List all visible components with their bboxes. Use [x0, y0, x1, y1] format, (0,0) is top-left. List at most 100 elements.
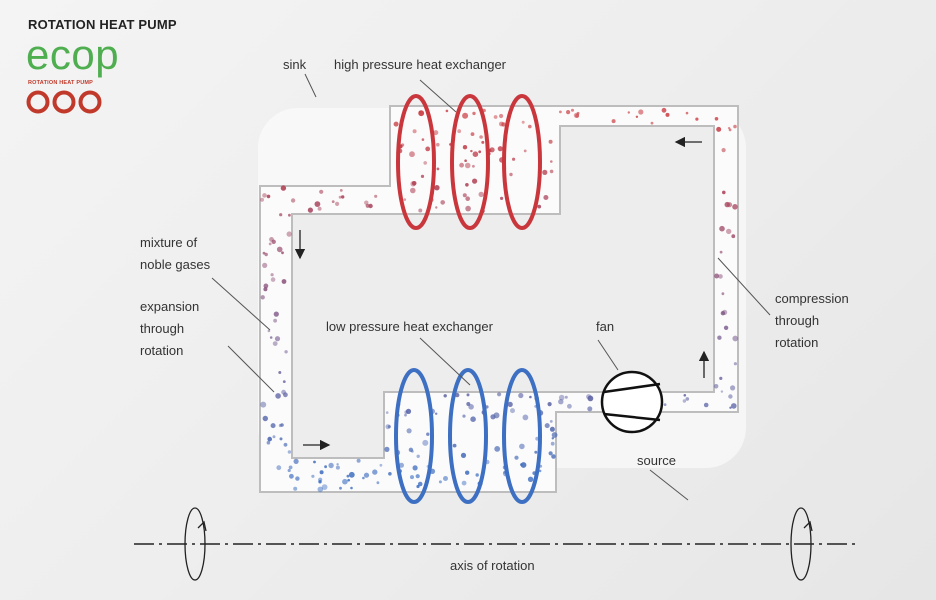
gas-particle: [558, 399, 564, 405]
gas-particle: [731, 234, 736, 239]
gas-particle: [564, 395, 568, 399]
gas-particle: [273, 318, 277, 323]
gas-particle: [549, 169, 554, 174]
gas-particle: [411, 181, 417, 186]
gas-particle: [472, 178, 478, 184]
gas-particle: [313, 460, 316, 464]
rotation-arrow-right-icon: [790, 507, 813, 581]
gas-particle: [566, 110, 571, 115]
gas-particle: [416, 454, 420, 458]
gas-particle: [350, 486, 353, 490]
gas-particle: [611, 119, 616, 124]
gas-particle: [534, 450, 538, 454]
gas-particles: [260, 107, 739, 493]
gas-particle: [324, 465, 327, 469]
gas-particle: [661, 107, 667, 113]
gas-particle: [363, 472, 370, 478]
gas-particle: [406, 428, 412, 434]
gas-particle: [347, 478, 351, 482]
gas-particle: [548, 139, 553, 144]
gas-particle: [364, 200, 369, 205]
pipe-inner: [291, 125, 715, 459]
gas-particle: [269, 336, 273, 339]
gas-particle: [283, 442, 288, 447]
gas-particle: [497, 392, 502, 397]
gas-particle: [464, 159, 467, 162]
gas-particle: [336, 463, 339, 466]
gas-particle: [274, 336, 281, 342]
gas-particle: [489, 147, 495, 153]
gas-particle: [387, 425, 391, 429]
gas-particle: [362, 476, 365, 480]
gas-particle: [317, 206, 322, 211]
gas-particle: [403, 198, 407, 201]
gas-particle: [399, 462, 404, 468]
gas-particle: [731, 403, 737, 409]
label-compression-line3: rotation: [775, 335, 819, 350]
gas-particle: [550, 160, 553, 163]
gas-particle: [339, 189, 343, 192]
gas-particle: [374, 194, 378, 198]
label-mixture-line1: mixture of: [140, 235, 198, 250]
gas-particle: [462, 193, 467, 198]
gas-particle: [732, 204, 738, 210]
gas-particle: [733, 362, 738, 366]
gas-particle: [384, 446, 390, 452]
gas-particle: [695, 117, 699, 121]
gas-particle: [462, 414, 466, 418]
gas-particle: [262, 251, 266, 255]
gas-particle: [567, 403, 572, 409]
gas-particle: [426, 432, 430, 436]
gas-particle: [542, 169, 548, 175]
gas-particle: [716, 126, 722, 132]
gas-particle: [720, 390, 724, 393]
gas-particle: [284, 350, 288, 354]
gas-particle: [341, 195, 345, 199]
gas-particle: [307, 207, 313, 213]
gas-particle: [422, 439, 429, 446]
gas-particle: [499, 121, 504, 127]
gas-particle: [410, 475, 414, 480]
gas-particle: [435, 412, 438, 415]
ecop-logo: ecop ROTATION HEAT PUMP: [26, 34, 136, 122]
leader-lines: [211, 73, 771, 501]
gas-particle: [518, 392, 524, 399]
gas-particle: [276, 465, 282, 471]
gas-particle: [436, 167, 440, 171]
gas-particle: [499, 113, 504, 119]
gas-particle: [586, 394, 592, 400]
gas-particle: [665, 112, 670, 117]
gas-particle: [348, 471, 355, 478]
gas-particle: [418, 208, 423, 213]
gas-particle: [281, 389, 286, 395]
gas-particle: [279, 437, 283, 441]
label-expansion-line3: rotation: [140, 343, 184, 358]
gas-particle: [719, 225, 725, 232]
gas-particle: [493, 412, 500, 419]
gas-particle: [282, 380, 286, 383]
gas-particle: [287, 468, 291, 473]
gas-particle: [385, 411, 389, 414]
gas-particle: [262, 193, 267, 198]
gas-particle: [472, 164, 475, 168]
gas-particle: [260, 197, 264, 202]
gas-particle: [423, 161, 428, 165]
gas-particle: [270, 273, 274, 277]
gas-particle: [728, 128, 732, 132]
label-mixture-line2: noble gases: [140, 257, 211, 272]
gas-particle: [527, 476, 534, 482]
gas-particle: [263, 283, 269, 289]
gas-particle: [703, 402, 709, 408]
gas-particle: [721, 292, 725, 296]
logo-wordmark: ecop: [26, 31, 120, 78]
gas-particle: [276, 246, 283, 253]
gas-particle: [457, 129, 462, 134]
flow-arrows: [294, 136, 710, 451]
gas-particle: [472, 111, 476, 116]
gas-particle: [286, 231, 292, 237]
gas-particle: [331, 200, 335, 204]
gas-particle: [638, 109, 644, 115]
gas-particle: [635, 115, 639, 119]
gas-particle: [411, 450, 414, 453]
gas-particle: [470, 132, 475, 137]
